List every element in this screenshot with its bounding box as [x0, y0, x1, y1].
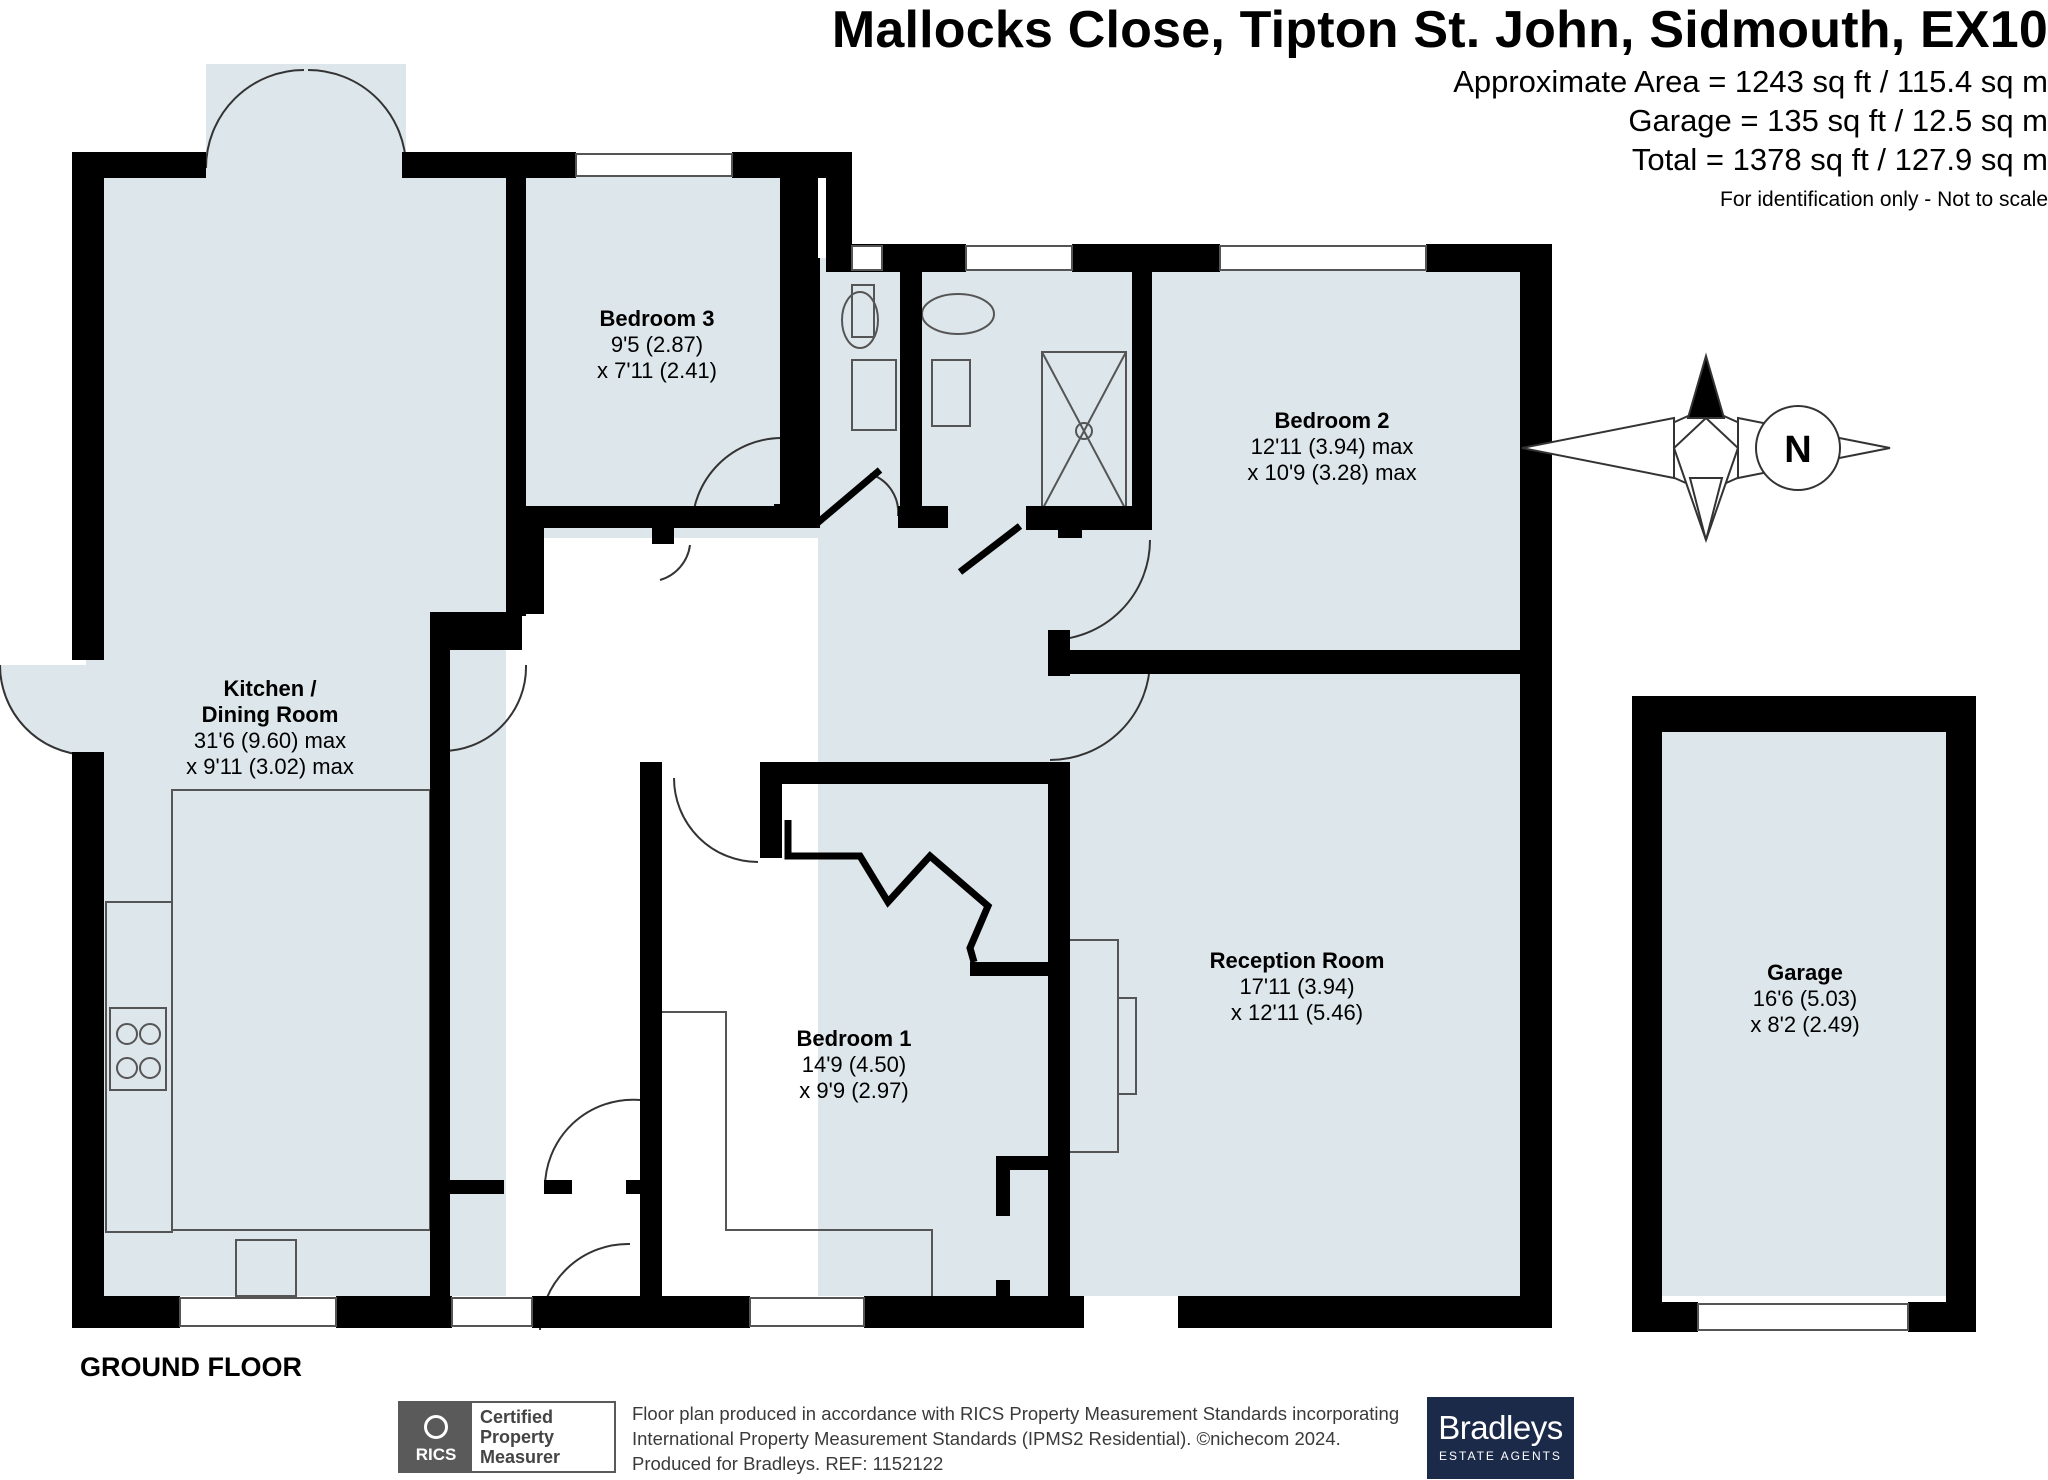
footer-disclaimer: Floor plan produced in accordance with R…: [632, 1403, 1400, 1474]
hob: [109, 1007, 167, 1091]
basin-1: [851, 359, 897, 431]
room-label-garage: Garage 16'6 (5.03) x 8'2 (2.49): [1750, 960, 1860, 1037]
room-label-bedroom-3: Bedroom 3 9'5 (2.87) x 7'11 (2.41): [597, 306, 717, 383]
property-address-title: Mallocks Close, Tipton St. John, Sidmout…: [831, 1, 2048, 59]
total-area: Total = 1378 sq ft / 127.9 sq m: [1631, 142, 2048, 177]
windows: [179, 153, 1909, 1331]
kitchen-sink: [235, 1239, 297, 1297]
room-label-reception: Reception Room 17'11 (3.94) x 12'11 (5.4…: [1209, 948, 1385, 1025]
garage-area: Garage = 135 sq ft / 12.5 sq m: [1628, 103, 2048, 138]
agent-logo: Bradleys ESTATE AGENTS: [1427, 1397, 1574, 1479]
basin-2: [931, 359, 971, 427]
compass-north-letter: N: [1784, 429, 1811, 471]
rics-logo: RICS: [400, 1403, 472, 1471]
room-label-kitchen-dining: Kitchen / Dining Room 31'6 (9.60) max x …: [186, 676, 354, 779]
rics-certified-badge: RICS Certified Property Measurer: [398, 1401, 616, 1473]
room-label-bedroom-2: Bedroom 2 12'11 (3.94) max x 10'9 (3.28)…: [1247, 408, 1417, 485]
toilet-1: [841, 291, 879, 349]
angled-walls: [784, 467, 1023, 963]
approximate-area: Approximate Area = 1243 sq ft / 115.4 sq…: [1453, 64, 2048, 99]
compass-arms: [1521, 352, 1891, 544]
rics-lion-icon: [424, 1415, 448, 1439]
toilet-cistern-1: [851, 284, 875, 338]
walls: [72, 152, 1976, 1332]
scale-note: For identification only - Not to scale: [1720, 188, 2048, 211]
floor-label: GROUND FLOOR: [80, 1352, 302, 1382]
bedroom1-wardrobe-line: [658, 1011, 933, 1296]
fireplace: [1117, 997, 1137, 1095]
room-label-bedroom-1: Bedroom 1 14'9 (4.50) x 9'9 (2.97): [796, 1026, 912, 1103]
